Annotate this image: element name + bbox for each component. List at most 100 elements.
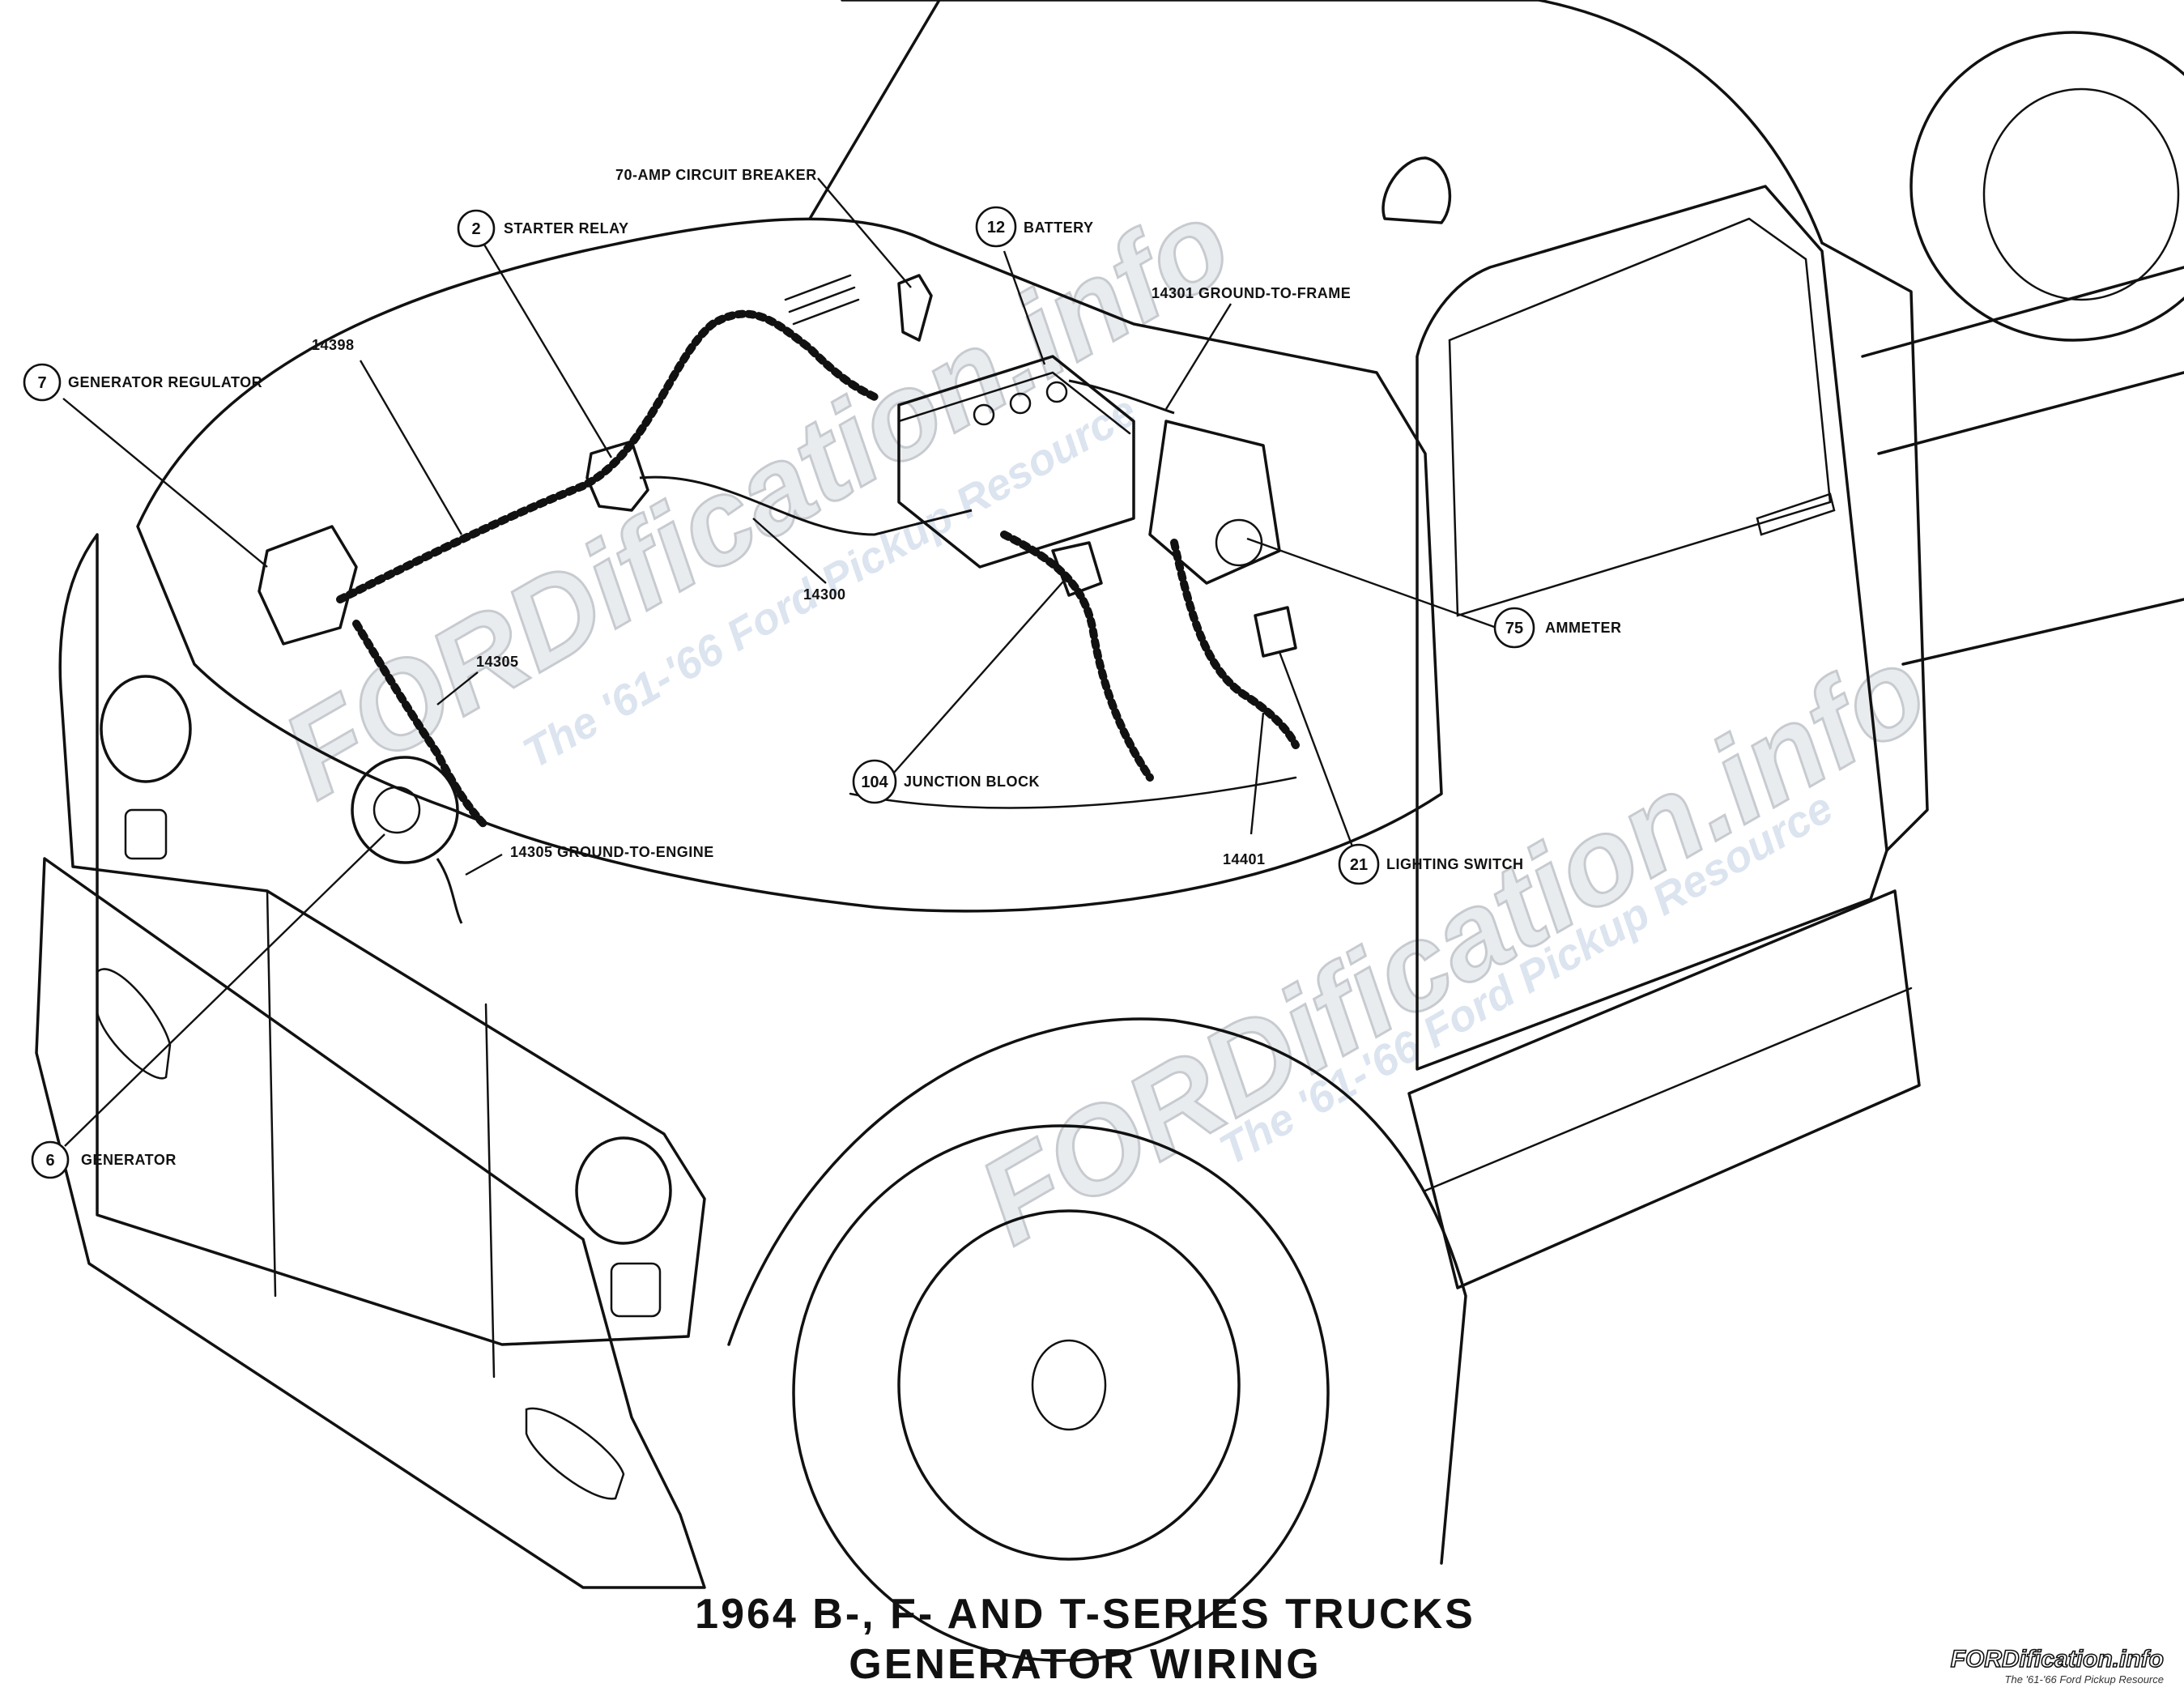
- generator-regulator-body: [258, 525, 358, 646]
- front-face: [58, 533, 706, 1346]
- front-hubcap: [897, 1209, 1241, 1561]
- bumper-slot-left: [96, 968, 172, 1080]
- callout-circle-ammeter: [1493, 607, 1535, 649]
- callout-label-starter-relay: STARTER RELAY: [504, 220, 629, 237]
- label-14401: 14401: [1223, 851, 1266, 867]
- wheel-hub: [1031, 1339, 1107, 1431]
- leader-battery: [1003, 250, 1046, 365]
- cab-roof: [841, 0, 1824, 245]
- watermark-group: FORDification.info The '61-'66 Ford Pick…: [260, 172, 1950, 1271]
- leader-lines: [62, 177, 1497, 1147]
- frame-rail-upper: [1861, 266, 2184, 358]
- front-wheel: [792, 1124, 1330, 1662]
- callout-label-junction-block: JUNCTION BLOCK: [904, 774, 1040, 790]
- callout-number-starter-relay: 2: [471, 220, 480, 238]
- rear-wheel-inner: [1982, 87, 2180, 301]
- leader-lighting-switch: [1278, 651, 1354, 847]
- leader-ground-to-engine: [465, 853, 503, 876]
- callout-label-lighting-switch: LIGHTING SWITCH: [1386, 856, 1523, 872]
- leader-14305: [436, 671, 479, 705]
- label-14300: 14300: [803, 586, 846, 603]
- wiring-harnesses: [336, 309, 1300, 924]
- right-parking-light: [610, 1262, 662, 1318]
- leader-14300: [752, 518, 827, 584]
- rear-wheel: [1909, 31, 2184, 342]
- leader-generator-regulator: [62, 398, 268, 568]
- callout-circle-generator: [31, 1140, 70, 1179]
- callout-number-generator: 6: [45, 1152, 54, 1170]
- battery-cell-cap-2: [1009, 392, 1032, 415]
- truck-drawing: [35, 0, 2184, 1662]
- leader-junction-block: [892, 574, 1070, 774]
- battery-cell-cap-3: [1045, 381, 1068, 403]
- diagram-title: 1964 B-, F- AND T-SERIES TRUCKS GENERATO…: [695, 1591, 1475, 1688]
- callout-circle-starter-relay: [457, 209, 496, 248]
- watermark-brand-upper: FORDification.info: [261, 173, 1252, 825]
- harness-dash-main: [1000, 531, 1154, 782]
- callout-number-lighting-switch: 21: [1350, 856, 1368, 874]
- leader-ammeter: [1246, 537, 1497, 629]
- front-fender: [727, 1017, 1467, 1565]
- grille-divider-1: [266, 889, 277, 1298]
- hood-crease: [849, 776, 1297, 809]
- callout-number-battery: 12: [987, 219, 1005, 237]
- left-headlight: [100, 675, 192, 783]
- running-board-step: [1424, 987, 1913, 1192]
- cable-ground-to-engine: [436, 858, 463, 924]
- labels: 70-AMP CIRCUIT BREAKER 2 STARTER RELAY 7…: [23, 167, 1622, 1179]
- label-ground-to-frame: 14301 GROUND-TO-FRAME: [1152, 285, 1351, 301]
- frame-rail-lower: [1877, 371, 2184, 455]
- battery-cell-cap-1: [973, 403, 995, 426]
- label-14398: 14398: [312, 337, 355, 353]
- credit-brand: FORDification.info: [1951, 1646, 2164, 1673]
- hood-outline: [136, 217, 1443, 913]
- components: [258, 274, 1297, 864]
- leader-14398: [359, 360, 463, 535]
- leader-generator: [64, 833, 385, 1147]
- front-bumper: [35, 857, 706, 1589]
- harness-14305: [352, 620, 490, 830]
- callout-circle-lighting-switch: [1338, 843, 1380, 885]
- callout-label-battery: BATTERY: [1024, 219, 1094, 236]
- callout-number-junction-block: 104: [861, 774, 888, 791]
- left-parking-light: [124, 808, 168, 860]
- callout-number-ammeter: 75: [1505, 620, 1523, 637]
- leader-circuit-breaker: [817, 177, 912, 288]
- callout-label-generator: GENERATOR: [81, 1152, 177, 1168]
- cable-14300: [639, 475, 973, 536]
- cab-rear-wall: [1820, 241, 1929, 852]
- credit-tagline: The '61-'66 Ford Pickup Resource: [2005, 1673, 2164, 1686]
- harness-14401: [1170, 539, 1300, 749]
- cab-door: [1416, 185, 1888, 1071]
- callout-label-ammeter: AMMETER: [1545, 620, 1622, 636]
- bumper-slot-right: [525, 1407, 625, 1500]
- door-handle: [1756, 492, 1836, 536]
- generator-body: [351, 756, 459, 864]
- callout-label-generator-regulator: GENERATOR REGULATOR: [68, 374, 262, 390]
- callout-number-generator-regulator: 7: [37, 374, 46, 392]
- lighting-switch-body: [1254, 606, 1297, 658]
- cab-windshield-pillar: [808, 0, 941, 220]
- frame-rail-bottom: [1901, 598, 2184, 666]
- leader-ground-to-frame: [1164, 303, 1232, 410]
- running-board: [1407, 889, 1921, 1289]
- leader-14401: [1250, 712, 1265, 835]
- generator-pulley: [373, 786, 421, 834]
- label-14305: 14305: [476, 654, 519, 670]
- label-circuit-breaker: 70-AMP CIRCUIT BREAKER: [615, 167, 817, 183]
- instrument-cluster: [1148, 420, 1281, 585]
- circuit-breaker-body: [897, 274, 933, 342]
- label-ground-to-engine: 14305 GROUND-TO-ENGINE: [510, 844, 714, 860]
- callout-circle-generator-regulator: [23, 363, 62, 402]
- title-line-1: 1964 B-, F- AND T-SERIES TRUCKS: [695, 1591, 1475, 1638]
- roof-marker-light: [1381, 156, 1452, 224]
- grille-divider-2: [484, 1003, 496, 1379]
- callout-circle-junction-block: [852, 759, 897, 804]
- cowl-vent: [784, 274, 860, 326]
- harness-14398: [336, 309, 879, 603]
- door-window: [1448, 217, 1832, 617]
- cable-ground-to-frame: [1068, 379, 1175, 415]
- right-headlight: [575, 1136, 672, 1245]
- credit-mark: FORDification.info The '61-'66 Ford Pick…: [1950, 1645, 2165, 1686]
